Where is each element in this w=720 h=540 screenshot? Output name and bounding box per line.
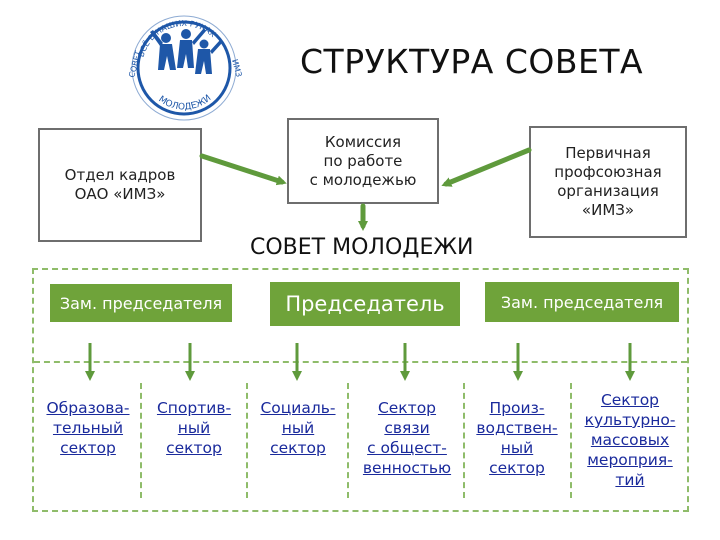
sector-divider [140,383,142,498]
sector-divider [246,383,248,498]
youth-commission-box: Комиссия по работе с молодежью [287,118,439,204]
jumping-figures-icon [150,28,222,74]
hr-department-label: Отдел кадров ОАО «ИМЗ» [64,166,176,203]
sector-divider [463,383,465,498]
arrow-union-to-commission [441,147,532,187]
production-sector: Произ- водствен- ный сектор [476,399,558,477]
cultural-events-sector: Сектор культурно- массовых мероприя- тий [584,391,676,489]
social-sector: Социаль- ный сектор [260,399,336,457]
chair-box: Председатель [270,282,460,326]
public-relations-sector: Сектор связи с общест- венностью [362,399,452,477]
hr-department-box: Отдел кадров ОАО «ИМЗ» [38,128,202,242]
page-title: СТРУКТУРА СОВЕТА [300,42,644,81]
council-label: СОВЕТ МОЛОДЕЖИ [250,235,474,260]
council-frame [32,268,689,512]
trade-union-box: Первичная профсоюзная организация «ИМЗ» [529,126,687,238]
youth-council-logo: ВСЁ В НАШИХ РУКАХ МОЛОДЕЖИ СОВЕТ ИМЗ [127,15,243,121]
frame-separator [34,361,687,363]
youth-commission-label: Комиссия по работе с молодежью [309,132,417,189]
sector-divider [347,383,349,498]
deputy-chair-left: Зам. председателя [50,284,232,322]
arrow-hr-to-commission [199,153,287,186]
sector-divider [570,383,572,498]
deputy-chair-right: Зам. председателя [485,282,679,322]
education-sector: Образова- тельный сектор [46,399,130,457]
sports-sector: Спортив- ный сектор [156,399,232,457]
trade-union-label: Первичная профсоюзная организация «ИМЗ» [554,144,662,219]
